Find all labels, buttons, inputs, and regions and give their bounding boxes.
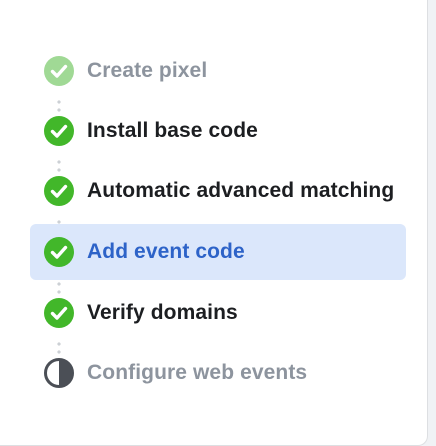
step-add-event-code[interactable]: Add event code (30, 224, 406, 280)
step-connector (57, 98, 61, 114)
step-label: Automatic advanced matching (87, 179, 395, 202)
check-circle-icon (43, 115, 75, 147)
step-label: Add event code (87, 240, 245, 263)
step-automatic-advanced-matching[interactable]: Automatic advanced matching (30, 163, 406, 219)
check-circle-icon (43, 55, 75, 87)
step-label: Verify domains (87, 301, 238, 324)
step-connector (57, 280, 61, 296)
step-label: Create pixel (87, 59, 208, 82)
step-connector (57, 158, 61, 174)
check-circle-icon (43, 297, 75, 329)
half-circle-icon (43, 357, 75, 389)
step-install-base-code[interactable]: Install base code (30, 103, 406, 159)
step-create-pixel[interactable]: Create pixel (30, 43, 406, 99)
check-circle-icon (43, 175, 75, 207)
step-label: Configure web events (87, 361, 308, 384)
step-configure-web-events[interactable]: Configure web events (30, 345, 406, 401)
step-verify-domains[interactable]: Verify domains (30, 285, 406, 341)
step-label: Install base code (87, 119, 258, 142)
step-connector (57, 340, 61, 356)
check-circle-icon (43, 236, 75, 268)
